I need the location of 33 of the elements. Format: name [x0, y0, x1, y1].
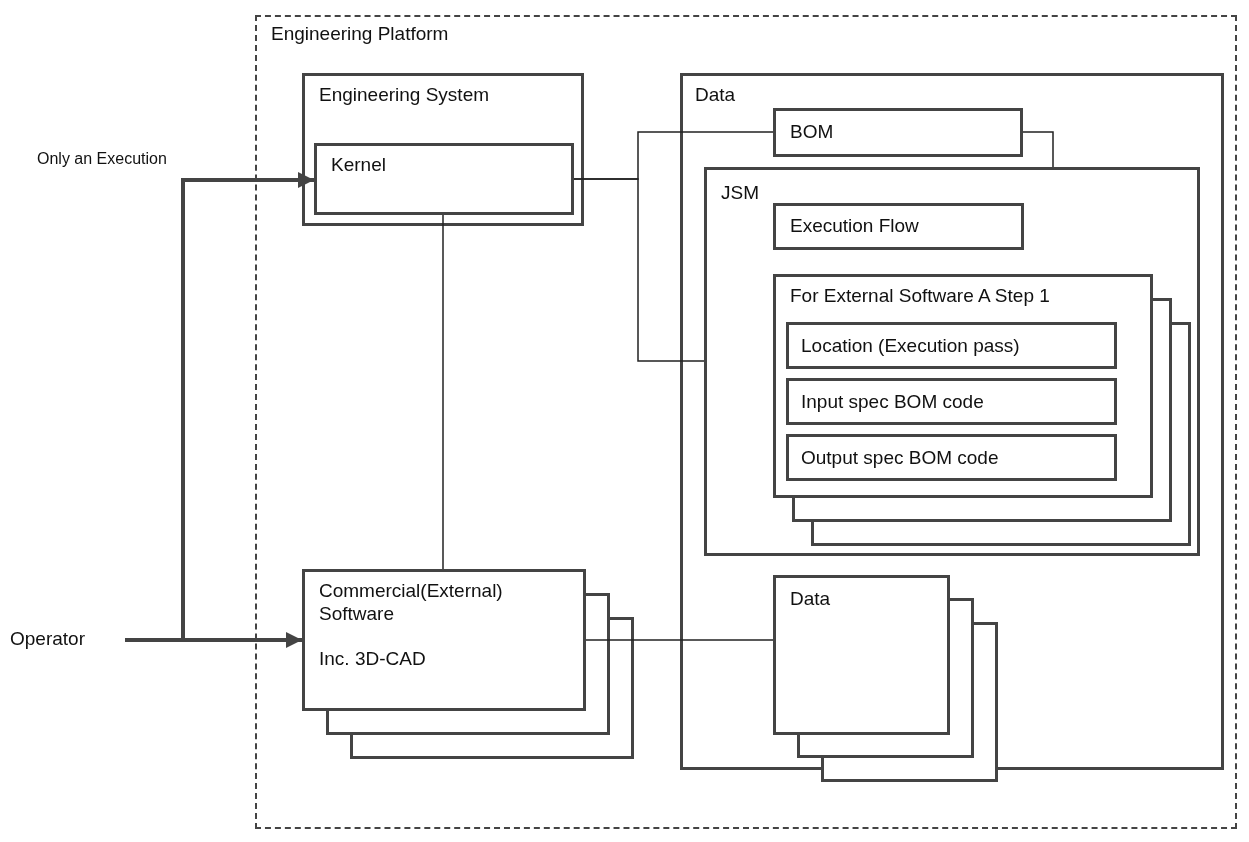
data-box [773, 108, 1023, 157]
field-box [786, 434, 1117, 481]
field-box [786, 378, 1117, 425]
process-box [773, 203, 1024, 250]
box-heading: Engineering System [319, 84, 490, 107]
actor-label: Operator [8, 624, 125, 656]
box-heading: Location (Execution pass) [801, 335, 1020, 358]
box-heading: Execution Flow [790, 215, 919, 238]
box-heading: Kernel [331, 154, 386, 177]
box-note: Inc. 3D-CAD [319, 647, 426, 671]
box-heading: JSM [721, 182, 759, 205]
arrow [125, 632, 302, 648]
platform-boundary [255, 15, 1237, 829]
connector-line [585, 639, 774, 641]
box-heading: Data [790, 588, 831, 611]
box-heading: For External Software A Step 1 [790, 285, 1050, 308]
field-box [786, 322, 1117, 369]
container-box [704, 167, 1200, 556]
box-heading: Output spec BOM code [801, 447, 999, 470]
connector-line [1022, 131, 1054, 168]
connector-line [573, 178, 705, 362]
stacked-box [773, 274, 1191, 546]
box-heading: Engineering Platform [271, 23, 449, 46]
stacked-box [773, 575, 998, 782]
box-heading: Input spec BOM code [801, 391, 984, 414]
box-heading: BOM [790, 121, 834, 144]
system-box [302, 73, 584, 226]
box-heading: Commercial(External) Software [319, 580, 504, 626]
edge-label: Only an Execution [35, 150, 169, 168]
box-heading: Data [695, 84, 736, 107]
connector-line [442, 214, 444, 570]
module-box [314, 143, 574, 215]
stacked-box [302, 569, 634, 759]
